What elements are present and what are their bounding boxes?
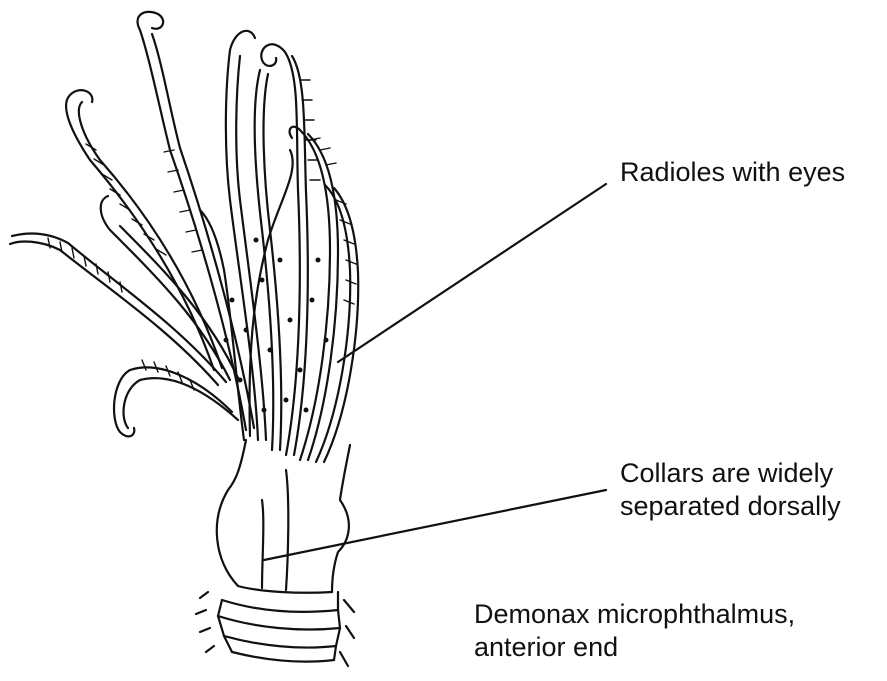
label-collars: Collars are widely separated dorsally <box>620 457 841 523</box>
pinnules <box>48 80 356 390</box>
worm-body <box>196 440 354 666</box>
caption-line2: anterior end <box>474 631 795 664</box>
label-radioles-with-eyes: Radioles with eyes <box>620 156 845 189</box>
figure-caption: Demonax microphthalmus, anterior end <box>474 598 795 664</box>
label-collars-line2: separated dorsally <box>620 490 841 523</box>
leader-line-collars <box>264 490 606 560</box>
caption-line1: Demonax microphthalmus, <box>474 598 795 631</box>
leader-line-radioles <box>338 184 606 362</box>
label-collars-line1: Collars are widely <box>620 457 841 490</box>
label-radioles-text: Radioles with eyes <box>620 156 845 189</box>
